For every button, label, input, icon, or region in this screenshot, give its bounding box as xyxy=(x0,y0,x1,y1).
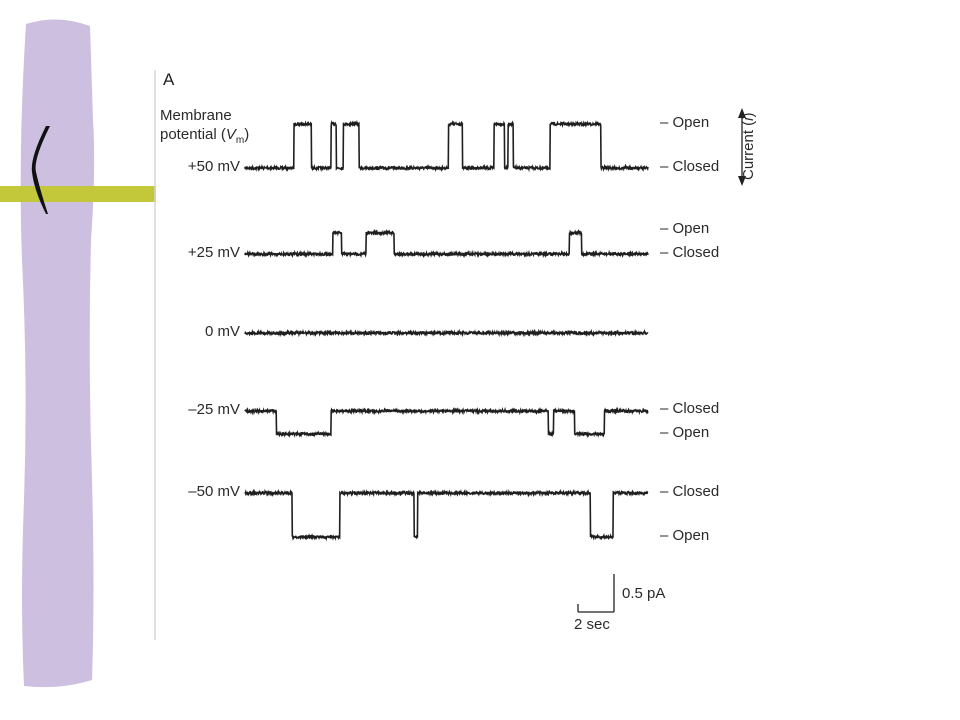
state-label-0-0: – Open xyxy=(660,114,710,131)
bracket-glyph xyxy=(31,126,50,214)
membrane-label-suffix: ) xyxy=(244,126,250,143)
voltage-label-4: –50 mV xyxy=(188,483,240,500)
scale-time-label: 2 sec xyxy=(574,616,610,633)
current-axis-label: Current (i) xyxy=(740,112,757,180)
scale-current-label: 0.5 pA xyxy=(622,585,666,602)
membrane-label-line1: Membrane xyxy=(160,107,232,124)
membrane-label-prefix: potential ( xyxy=(160,126,226,143)
decor-olive-bar xyxy=(0,186,156,202)
state-label-4-1: – Open xyxy=(660,527,710,544)
voltage-label-0: +50 mV xyxy=(187,158,240,175)
trace-1 xyxy=(244,228,649,259)
voltage-label-2: 0 mV xyxy=(204,323,240,340)
current-arrow xyxy=(738,108,746,186)
scale-bar xyxy=(577,574,615,613)
current-label-var: i xyxy=(740,117,757,121)
voltage-label-3: –25 mV xyxy=(188,401,240,418)
panel-label: A xyxy=(163,70,175,89)
trace-2 xyxy=(244,328,649,338)
state-label-3-1: – Open xyxy=(660,423,710,441)
trace-4 xyxy=(244,488,649,542)
trace-0 xyxy=(244,119,649,173)
membrane-potential-label: Membrane potential (Vm) xyxy=(160,106,249,150)
trace-3 xyxy=(244,406,649,439)
state-label-3-0: – Closed xyxy=(660,399,720,417)
state-label-0-1: – Closed xyxy=(660,158,720,175)
state-label-1-1: – Closed xyxy=(660,244,720,261)
decor-purple-bar xyxy=(20,19,95,688)
voltage-label-1: +25 mV xyxy=(187,244,240,261)
current-label-suffix: ) xyxy=(740,112,757,118)
current-label-prefix: Current ( xyxy=(740,120,757,180)
state-label-1-0: – Open xyxy=(660,220,710,237)
trace-group xyxy=(244,119,649,542)
membrane-label-var: V xyxy=(225,126,236,143)
membrane-label-sub: m xyxy=(235,135,245,146)
state-label-4-0: – Closed xyxy=(660,483,720,500)
